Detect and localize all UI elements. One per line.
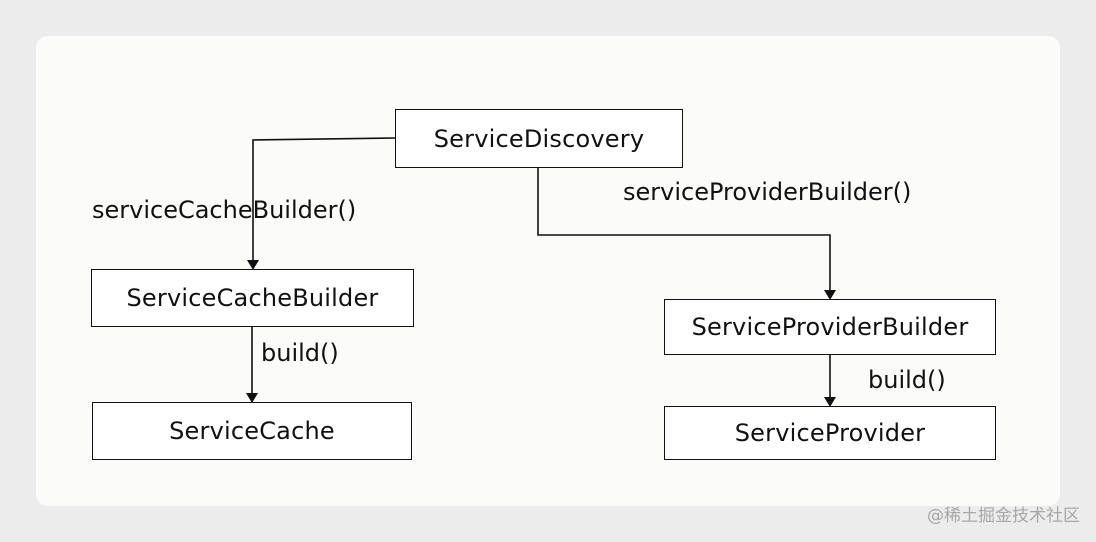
- node-service-discovery-label: ServiceDiscovery: [433, 124, 645, 153]
- edge-label-provider-build: build(): [868, 366, 946, 394]
- watermark: @稀土掘金技术社区: [927, 506, 1080, 526]
- edge-label-service-provider-builder: serviceProviderBuilder(): [623, 178, 912, 206]
- node-service-cache-label: ServiceCache: [169, 417, 335, 445]
- node-service-provider-builder: ServiceProviderBuilder: [664, 299, 996, 355]
- node-service-provider-builder-label: ServiceProviderBuilder: [691, 313, 969, 341]
- edge-label-cache-build: build(): [261, 339, 339, 367]
- node-service-provider-label: ServiceProvider: [734, 419, 926, 447]
- edge-discovery-to-cache-builder: [247, 137, 397, 270]
- node-service-cache: ServiceCache: [92, 402, 412, 460]
- node-service-cache-builder-label: ServiceCacheBuilder: [126, 284, 379, 312]
- edge-label-service-cache-builder: serviceCacheBuilder(): [92, 196, 357, 224]
- node-service-discovery: ServiceDiscovery: [395, 109, 683, 168]
- edge-discovery-to-provider-builder: [537, 167, 836, 300]
- node-service-cache-builder: ServiceCacheBuilder: [91, 269, 414, 327]
- node-service-provider: ServiceProvider: [664, 406, 996, 460]
